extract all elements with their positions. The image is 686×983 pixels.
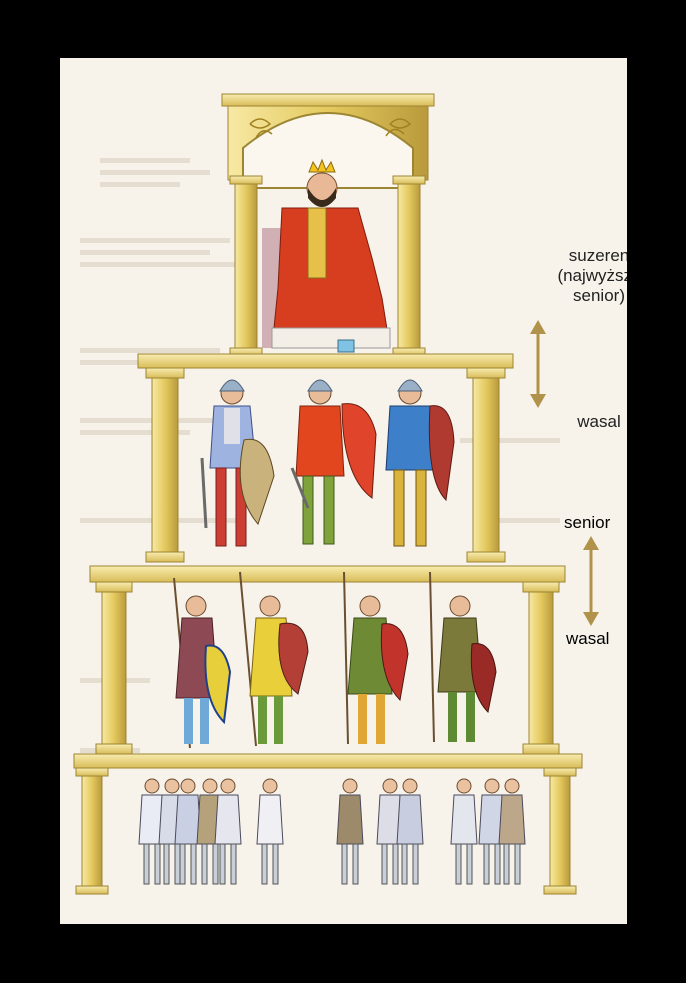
knights-tier <box>137 353 514 563</box>
peasant-figure <box>174 778 202 885</box>
slab-2 <box>89 565 566 583</box>
peasant-figure <box>336 778 364 885</box>
armed-man-figure <box>429 571 497 743</box>
feudal-pyramid <box>73 93 583 895</box>
armed-man-figure <box>343 571 409 745</box>
arch-ornament-left <box>249 118 273 139</box>
knight-figure <box>200 379 275 547</box>
armed-column-right <box>528 591 554 751</box>
arch-lintel <box>221 93 435 107</box>
senior-vassal-arrow <box>583 536 599 626</box>
slab-1 <box>137 353 514 369</box>
senior-label: senior <box>564 513 611 532</box>
peasant-figure <box>450 778 478 885</box>
illustration-page: suzeren (najwyższy senior) wasal senior … <box>60 58 627 924</box>
knights-column-left <box>151 375 179 553</box>
peasant-figure <box>256 778 284 885</box>
knight-figure <box>385 379 455 547</box>
king-figure <box>262 158 391 353</box>
knight-figure <box>290 379 377 545</box>
suzerain-label: suzeren (najwyższy senior) <box>557 246 627 305</box>
peasant-group <box>138 778 526 885</box>
arch-column-left <box>234 179 258 356</box>
peasants-column-left <box>81 775 103 889</box>
peasant-figure <box>214 778 242 885</box>
peasant-figure <box>478 778 506 885</box>
knights-column-right <box>472 375 500 553</box>
suzerain-vassal-arrow <box>530 320 546 408</box>
peasants-column-right <box>549 775 571 889</box>
peasant-figure <box>498 778 526 885</box>
slab-3 <box>73 753 583 769</box>
peasant-figure <box>396 778 424 885</box>
armed-man-figure <box>239 571 309 747</box>
king-arch <box>221 93 435 357</box>
armed-man-figure <box>173 577 232 749</box>
peasants-tier <box>73 753 583 895</box>
vassal-label-top: wasal <box>577 412 621 431</box>
vassal-label-middle: wasal <box>566 629 610 648</box>
arch-column-right <box>397 179 421 356</box>
arch-ornament-right <box>385 118 412 137</box>
armed-men-tier <box>89 565 566 755</box>
armed-column-left <box>101 591 127 751</box>
